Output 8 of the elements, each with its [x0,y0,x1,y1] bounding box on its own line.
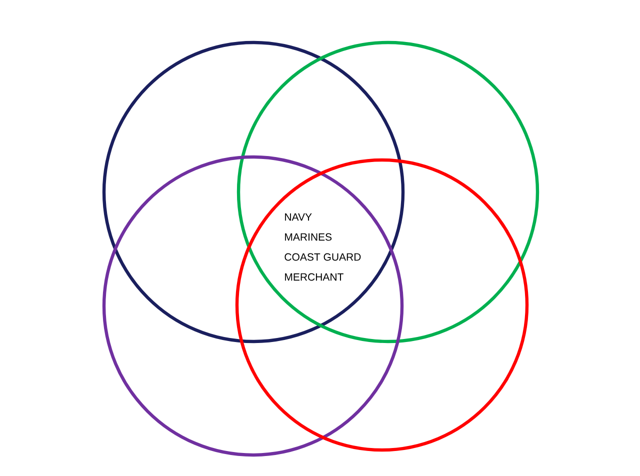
circle-outline [102,155,404,457]
label-text: COAST GUARD [284,253,361,261]
circle-outline [236,40,540,344]
circle-outline [102,40,405,344]
circle-outline [235,158,529,452]
label-text: NAVY [285,213,312,221]
label-text: MERCHANT [285,273,344,281]
label-text: MARINES [285,233,332,241]
